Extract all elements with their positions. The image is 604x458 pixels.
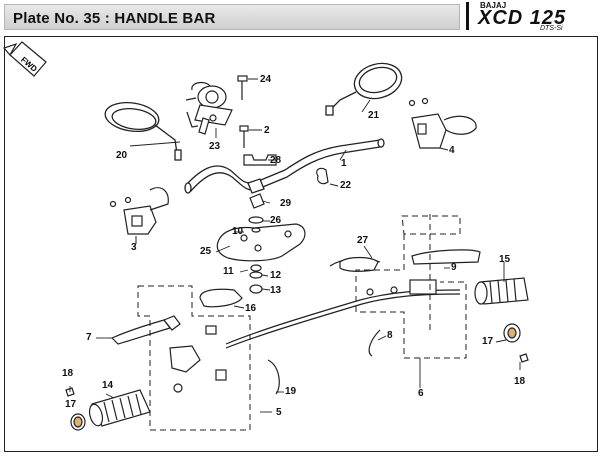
callout-14: 14 xyxy=(102,380,114,391)
handlebar-holder-28 xyxy=(243,154,277,166)
title-bar: Plate No. 35 : HANDLE BAR xyxy=(4,4,460,30)
brand-sub-logo: DTS-Si xyxy=(540,25,563,32)
callout-18-left: 18 xyxy=(62,368,74,379)
callout-12: 12 xyxy=(270,270,282,281)
left-switch-3 xyxy=(109,187,169,235)
callout-7: 7 xyxy=(86,332,92,343)
callout-9: 9 xyxy=(451,262,457,273)
callout-2: 2 xyxy=(264,125,270,136)
small-parts-stack xyxy=(248,193,265,294)
callout-29: 29 xyxy=(280,198,292,209)
group-box-6 xyxy=(355,214,467,359)
brand-divider xyxy=(466,2,469,30)
callout-19: 19 xyxy=(285,386,297,397)
callout-11: 11 xyxy=(223,266,234,277)
callout-10: 10 xyxy=(232,226,244,237)
callout-1: 1 xyxy=(341,158,347,169)
right-grip-15 xyxy=(474,277,529,363)
leader-lines xyxy=(69,99,521,413)
callout-20: 20 xyxy=(116,150,128,161)
callout-23: 23 xyxy=(209,141,221,152)
callout-4: 4 xyxy=(449,145,455,156)
callout-16: 16 xyxy=(245,303,257,314)
callout-27: 27 xyxy=(357,235,369,246)
callout-22: 22 xyxy=(340,180,352,191)
plate-header: Plate No. 35 : HANDLE BAR BAJAJ XCD 125 … xyxy=(0,0,604,34)
bolt-2 xyxy=(239,125,249,148)
brand-model-logo: XCD 125 xyxy=(478,7,567,29)
callout-26: 26 xyxy=(270,215,282,226)
callout-8: 8 xyxy=(387,330,393,341)
callout-3: 3 xyxy=(131,242,137,253)
callout-28: 28 xyxy=(270,155,282,166)
diagram-frame xyxy=(4,36,598,452)
left-grip-14 xyxy=(65,387,151,431)
holder-plate-25 xyxy=(216,223,306,262)
callout-13: 13 xyxy=(270,285,282,296)
callout-17-right: 17 xyxy=(482,336,494,347)
switch-bracket-16 xyxy=(199,288,243,308)
callout-17-left: 17 xyxy=(65,399,77,410)
throttle-cable xyxy=(225,257,461,395)
group-box-5 xyxy=(137,285,251,431)
right-mirror xyxy=(325,62,403,116)
callout-25: 25 xyxy=(200,246,212,257)
throttle-housing xyxy=(339,249,481,296)
clamp-22 xyxy=(316,167,329,185)
brand-maker: BAJAJ xyxy=(480,1,507,10)
callout-15: 15 xyxy=(499,254,511,265)
plate-title: Plate No. 35 : HANDLE BAR xyxy=(13,10,216,27)
callout-6: 6 xyxy=(418,388,424,399)
right-switch-4 xyxy=(408,97,477,149)
callout-5: 5 xyxy=(276,407,282,418)
callout-24: 24 xyxy=(260,74,272,85)
ignition-switch xyxy=(185,81,233,135)
clutch-holder xyxy=(169,325,227,393)
callout-18-right: 18 xyxy=(514,376,526,387)
fwd-arrow-icon: FWD xyxy=(2,41,47,77)
left-mirror xyxy=(104,101,182,161)
callout-21: 21 xyxy=(368,110,380,121)
handlebar xyxy=(184,138,385,194)
clutch-lever-7 xyxy=(110,315,181,345)
bolt-24 xyxy=(237,75,248,100)
